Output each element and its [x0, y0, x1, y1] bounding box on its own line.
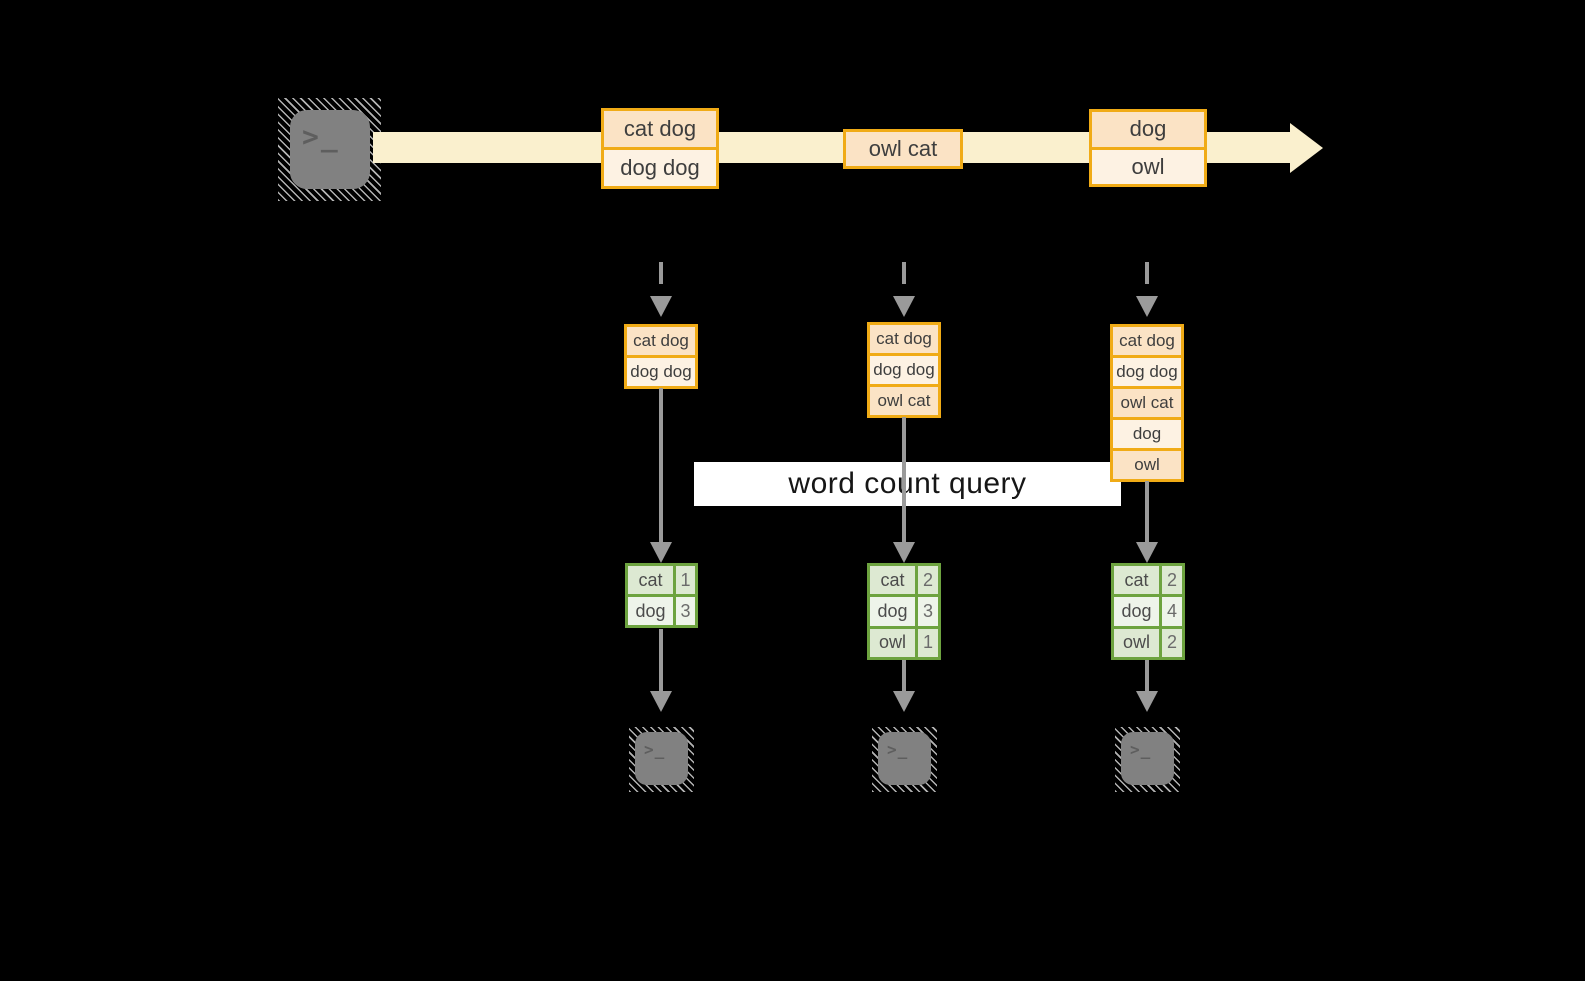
count-value-cell: 4	[1162, 597, 1182, 626]
result-to-output-arrow	[1145, 660, 1149, 691]
count-row: dog 3	[628, 597, 695, 625]
count-row: dog 3	[870, 597, 938, 626]
result-to-output-arrowhead-icon	[1136, 691, 1158, 712]
result-to-output-arrowhead-icon	[893, 691, 915, 712]
count-value-cell: 1	[676, 566, 695, 594]
count-value-cell: 2	[918, 566, 938, 595]
incoming-arrowhead-icon	[1136, 296, 1158, 317]
count-row: owl 2	[1114, 628, 1182, 657]
terminal-prompt-icon: >_	[1130, 740, 1152, 759]
stream-event-box: cat dog dog dog	[601, 108, 719, 189]
count-row: cat 2	[870, 566, 938, 595]
count-word-cell: dog	[628, 597, 673, 625]
count-word-cell: dog	[870, 597, 915, 626]
count-value-cell: 1	[918, 628, 938, 657]
word-count-table: cat 1 dog 3	[625, 563, 698, 628]
count-row: owl 1	[870, 628, 938, 657]
count-word-cell: dog	[1114, 597, 1159, 626]
state-row: dog dog	[870, 356, 938, 384]
input-stream-arrowhead-icon	[1290, 123, 1323, 173]
state-row: owl	[1113, 451, 1181, 479]
stream-event-line: cat dog	[604, 111, 716, 147]
terminal-icon: >_	[1121, 732, 1174, 785]
count-word-cell: owl	[870, 628, 915, 657]
source-terminal: >_	[278, 98, 381, 201]
state-box: cat dog dog dog owl cat dog owl	[1110, 324, 1184, 482]
output-terminal: >_	[872, 727, 937, 792]
state-box: cat dog dog dog owl cat	[867, 322, 941, 418]
terminal-icon: >_	[290, 110, 370, 189]
state-box: cat dog dog dog	[624, 324, 698, 389]
query-label: word count query	[694, 462, 1121, 506]
state-to-result-arrowhead-icon	[893, 542, 915, 563]
incoming-dashed-arrow	[902, 262, 906, 284]
terminal-prompt-icon: >_	[644, 740, 666, 759]
count-row: cat 1	[628, 566, 695, 594]
count-value-cell: 3	[676, 597, 695, 625]
stream-event-line: dog	[1092, 112, 1204, 147]
count-word-cell: cat	[1114, 566, 1159, 595]
output-terminal: >_	[1115, 727, 1180, 792]
state-row: dog dog	[627, 358, 695, 386]
word-count-table: cat 2 dog 4 owl 2	[1111, 563, 1185, 660]
incoming-arrowhead-icon	[650, 296, 672, 317]
count-row: cat 2	[1114, 566, 1182, 595]
result-to-output-arrow	[659, 629, 663, 691]
result-to-output-arrow	[902, 660, 906, 691]
stream-event-line: owl cat	[846, 132, 960, 166]
terminal-icon: >_	[878, 732, 931, 785]
terminal-prompt-icon: >_	[887, 740, 909, 759]
state-to-result-arrowhead-icon	[1136, 542, 1158, 563]
count-word-cell: owl	[1114, 628, 1159, 657]
state-row: owl cat	[870, 387, 938, 415]
state-row: dog dog	[1113, 358, 1181, 386]
stream-event-box: dog owl	[1089, 109, 1207, 187]
state-to-result-arrow	[902, 417, 906, 542]
state-to-result-arrowhead-icon	[650, 542, 672, 563]
stream-event-line: dog dog	[604, 150, 716, 186]
count-word-cell: cat	[628, 566, 673, 594]
state-row: cat dog	[1113, 327, 1181, 355]
terminal-prompt-icon: >_	[302, 120, 340, 153]
state-row: cat dog	[627, 327, 695, 355]
state-row: cat dog	[870, 325, 938, 353]
result-to-output-arrowhead-icon	[650, 691, 672, 712]
stream-event-line: owl	[1092, 149, 1204, 184]
count-word-cell: cat	[870, 566, 915, 595]
incoming-arrowhead-icon	[893, 296, 915, 317]
stream-event-box: owl cat	[843, 129, 963, 169]
incoming-dashed-arrow	[659, 262, 663, 284]
state-row: dog	[1113, 420, 1181, 448]
output-terminal: >_	[629, 727, 694, 792]
count-row: dog 4	[1114, 597, 1182, 626]
state-to-result-arrow	[659, 388, 663, 542]
count-value-cell: 2	[1162, 628, 1182, 657]
count-value-cell: 3	[918, 597, 938, 626]
word-count-table: cat 2 dog 3 owl 1	[867, 563, 941, 660]
terminal-icon: >_	[635, 732, 688, 785]
state-row: owl cat	[1113, 389, 1181, 417]
state-to-result-arrow	[1145, 481, 1149, 542]
incoming-dashed-arrow	[1145, 262, 1149, 284]
count-value-cell: 2	[1162, 566, 1182, 595]
